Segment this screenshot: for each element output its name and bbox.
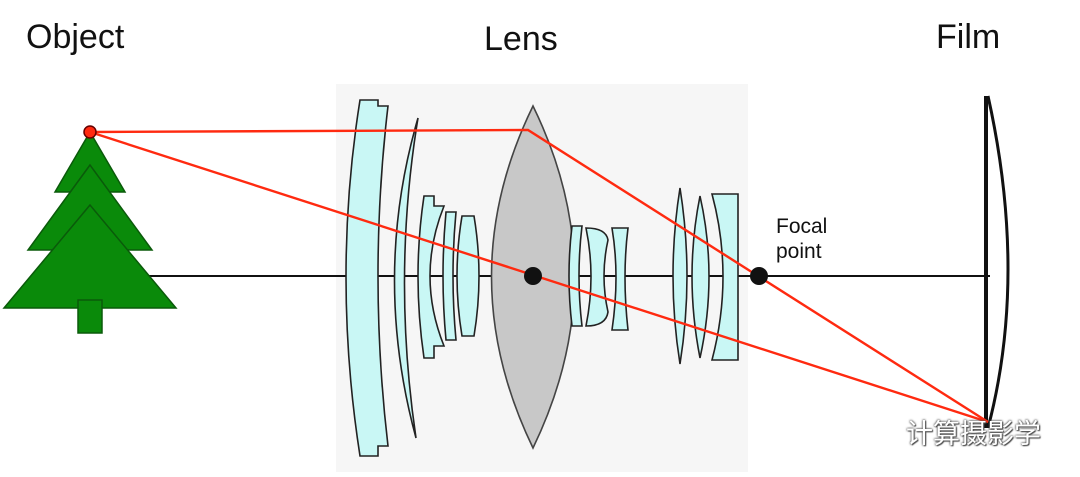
parallel-ray [89, 128, 989, 424]
middle-lens-group [568, 225, 629, 331]
film-label: Film [936, 18, 1001, 56]
film-plane [984, 95, 1010, 429]
lens-center-point [524, 267, 542, 285]
object-label: Object [26, 18, 125, 56]
focal-label-line2: point [776, 240, 822, 263]
lens-element-2 [393, 117, 419, 439]
lens-element-3 [417, 195, 446, 359]
lens-element-5 [456, 215, 480, 337]
watermark: 计算摄影学 [862, 412, 1041, 451]
focal-point [750, 267, 768, 285]
lens-element-1 [345, 99, 389, 457]
lens-element-4 [442, 211, 457, 341]
front-lens-group [345, 99, 480, 457]
focal-label-line1: Focal [776, 215, 828, 238]
lens-label: Lens [484, 20, 558, 58]
wechat-icon [862, 416, 900, 446]
focal-point-label: Focal point [776, 214, 827, 264]
tree-object-icon [2, 130, 178, 334]
watermark-text: 计算摄影学 [906, 419, 1041, 450]
object-point [83, 125, 97, 139]
